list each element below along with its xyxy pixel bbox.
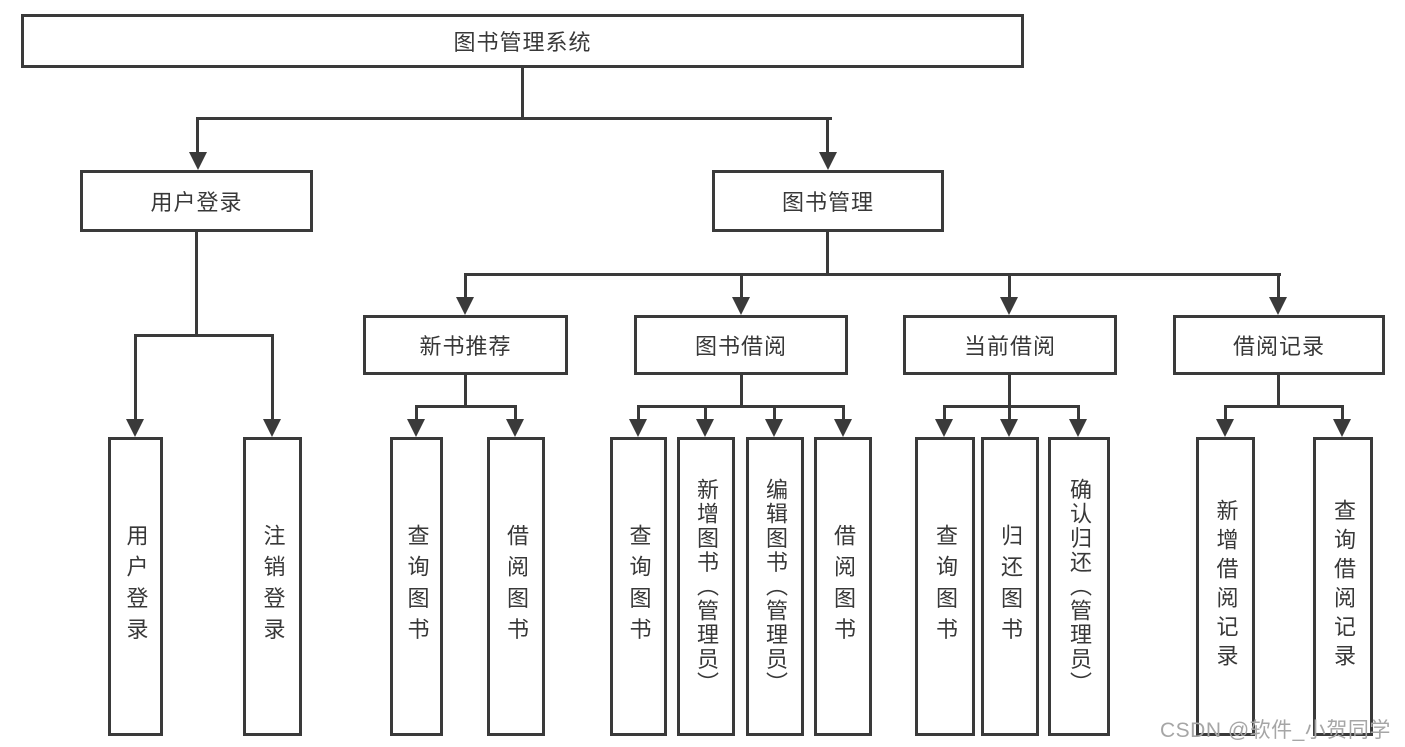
node-label: 图书借阅 — [694, 334, 787, 359]
arrowhead-down-icon — [629, 419, 647, 437]
node-leaf-borrow-book-2: 借阅图书 — [814, 437, 872, 736]
arrowhead-down-icon — [1000, 297, 1018, 315]
node-label: 新增借阅记录 — [1213, 499, 1239, 674]
connector-line — [704, 405, 707, 421]
connector-line — [195, 232, 198, 337]
connector-line — [196, 117, 199, 153]
node-label: 图书管理 — [781, 190, 874, 215]
node-leaf-logout: 注销登录 — [243, 437, 302, 736]
node-leaf-confirm-return-admin: 确认归还（管理员） — [1048, 437, 1110, 736]
connector-line — [1077, 405, 1080, 421]
node-library-system: 图书管理系统 — [21, 14, 1024, 68]
connector-line — [521, 68, 524, 119]
node-label: 查询图书 — [626, 524, 652, 649]
node-label: 借阅记录 — [1232, 334, 1325, 359]
connector-line — [637, 405, 640, 421]
connector-line — [1224, 405, 1227, 421]
connector-line — [1008, 405, 1011, 421]
arrowhead-down-icon — [189, 152, 207, 170]
arrowhead-down-icon — [1333, 419, 1351, 437]
node-leaf-query-borrow-record: 查询借阅记录 — [1313, 437, 1373, 736]
node-label: 借阅图书 — [504, 524, 529, 649]
connector-line — [773, 405, 776, 421]
connector-line — [1224, 405, 1344, 408]
connector-line — [826, 232, 829, 276]
node-leaf-add-book-admin: 新增图书（管理员） — [677, 437, 735, 736]
connector-line — [1277, 375, 1280, 408]
node-label: 确认归还（管理员） — [1067, 477, 1092, 696]
arrowhead-down-icon — [1269, 297, 1287, 315]
node-leaf-query-book-2: 查询图书 — [610, 437, 667, 736]
node-label: 查询借阅记录 — [1331, 499, 1356, 674]
arrowhead-down-icon — [819, 152, 837, 170]
node-label: 编辑图书（管理员） — [763, 477, 788, 696]
connector-line — [464, 273, 1281, 276]
node-label: 新书推荐 — [419, 334, 512, 359]
node-user-login: 用户登录 — [80, 170, 313, 232]
node-book-borrow: 图书借阅 — [634, 315, 848, 375]
node-label: 用户登录 — [123, 524, 149, 649]
connector-line — [637, 405, 845, 408]
arrowhead-down-icon — [1000, 419, 1018, 437]
connector-line — [1341, 405, 1344, 421]
connector-line — [740, 375, 743, 408]
node-leaf-edit-book-admin: 编辑图书（管理员） — [746, 437, 804, 736]
node-leaf-add-borrow-record: 新增借阅记录 — [1196, 437, 1255, 736]
connector-line — [514, 405, 517, 421]
connector-line — [271, 334, 274, 420]
node-label: 新增图书（管理员） — [694, 477, 719, 696]
connector-line — [943, 405, 1080, 408]
connector-line — [415, 405, 418, 421]
arrowhead-down-icon — [935, 419, 953, 437]
arrowhead-down-icon — [1216, 419, 1234, 437]
arrowhead-down-icon — [456, 297, 474, 315]
node-label: 注销登录 — [260, 524, 286, 649]
connector-line — [943, 405, 946, 421]
arrowhead-down-icon — [506, 419, 524, 437]
node-label: 查询图书 — [404, 524, 430, 649]
connector-line — [740, 273, 743, 299]
arrowhead-down-icon — [732, 297, 750, 315]
arrowhead-down-icon — [834, 419, 852, 437]
connector-line — [826, 117, 829, 153]
arrowhead-down-icon — [126, 419, 144, 437]
node-label: 当前借阅 — [963, 334, 1056, 359]
arrowhead-down-icon — [696, 419, 714, 437]
connector-line — [196, 117, 832, 120]
connector-line — [134, 334, 274, 337]
connector-line — [464, 375, 467, 408]
connector-line — [1008, 375, 1011, 408]
node-label: 图书管理系统 — [453, 30, 592, 55]
node-leaf-query-book-1: 查询图书 — [390, 437, 443, 736]
connector-line — [134, 334, 137, 420]
node-label: 查询图书 — [933, 524, 958, 649]
node-current-borrow: 当前借阅 — [903, 315, 1117, 375]
node-book-management: 图书管理 — [712, 170, 944, 232]
connector-line — [1008, 273, 1011, 299]
node-label: 借阅图书 — [831, 524, 856, 649]
node-leaf-user-login: 用户登录 — [108, 437, 163, 736]
node-label: 归还图书 — [998, 524, 1023, 649]
connector-line — [1277, 273, 1280, 299]
arrowhead-down-icon — [1069, 419, 1087, 437]
arrowhead-down-icon — [765, 419, 783, 437]
node-label: 用户登录 — [150, 190, 243, 215]
node-leaf-return-book: 归还图书 — [981, 437, 1039, 736]
csdn-watermark: CSDN @软件_小贺同学 — [1160, 719, 1391, 742]
connector-line — [415, 405, 517, 408]
connector-line — [464, 273, 467, 299]
arrowhead-down-icon — [407, 419, 425, 437]
node-new-book-recommend: 新书推荐 — [363, 315, 568, 375]
connector-line — [842, 405, 845, 421]
node-borrow-record: 借阅记录 — [1173, 315, 1385, 375]
node-leaf-borrow-book-1: 借阅图书 — [487, 437, 545, 736]
arrowhead-down-icon — [263, 419, 281, 437]
node-leaf-query-book-3: 查询图书 — [915, 437, 975, 736]
